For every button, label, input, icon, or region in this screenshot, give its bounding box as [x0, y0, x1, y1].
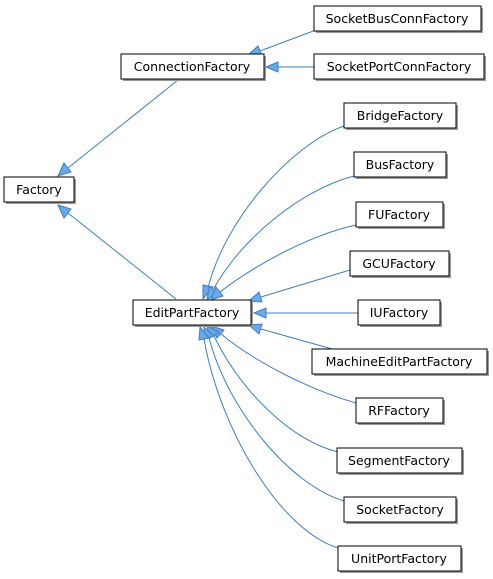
node-label: FUFactory: [368, 207, 431, 222]
node-bus-factory[interactable]: BusFactory: [353, 151, 448, 179]
node-socket-bus-conn-factory[interactable]: SocketBusConnFactory: [313, 5, 483, 33]
node-label: SocketBusConnFactory: [326, 11, 469, 26]
edge-arrowhead: [57, 162, 72, 177]
node-label: ConnectionFactory: [134, 59, 251, 74]
node-fu-factory[interactable]: FUFactory: [355, 201, 445, 229]
edge-arrowhead: [247, 291, 263, 303]
node-label: BridgeFactory: [357, 108, 444, 123]
node-box: [120, 53, 265, 80]
node-label: EditPartFactory: [145, 305, 240, 320]
edges: [57, 29, 358, 549]
node-box: [313, 53, 485, 80]
edge-gcufactory-to-editpartfactory: [260, 269, 351, 298]
node-label: GCUFactory: [362, 256, 436, 271]
edge-socketbusconnfactory-to-connectionfactory: [259, 29, 317, 52]
node-box: [313, 5, 482, 32]
node-box: [357, 299, 441, 326]
edge-bridgefactory-to-editpartfactory: [207, 125, 345, 289]
edge-unitportfactory-to-editpartfactory: [203, 338, 339, 549]
edge-editpartfactory-to-factory: [67, 212, 177, 300]
node-box: [311, 348, 488, 375]
node-box: [343, 102, 457, 129]
node-label: RFFactory: [368, 403, 430, 418]
node-box: [336, 447, 463, 474]
edge-arrowhead: [264, 61, 279, 73]
edge-arrowhead: [57, 204, 72, 219]
node-rf-factory[interactable]: RFFactory: [355, 397, 445, 425]
node-box: [353, 151, 447, 178]
node-socket-factory[interactable]: SocketFactory: [343, 496, 458, 524]
node-label: IUFactory: [370, 305, 429, 320]
edge-fufactory-to-editpartfactory: [219, 224, 357, 293]
node-connection-factory[interactable]: ConnectionFactory: [120, 53, 266, 81]
node-factory[interactable]: Factory: [3, 176, 76, 204]
node-label: SocketFactory: [356, 502, 444, 517]
node-label: SegmentFactory: [348, 453, 451, 468]
node-label: Factory: [16, 182, 62, 197]
edge-arrowhead: [210, 285, 224, 301]
node-bridge-factory[interactable]: BridgeFactory: [343, 102, 458, 130]
node-machine-edit-part-factory[interactable]: MachineEditPartFactory: [311, 348, 489, 376]
node-iu-factory[interactable]: IUFactory: [357, 299, 442, 327]
node-unit-port-factory[interactable]: UnitPortFactory: [337, 545, 463, 573]
edge-connectionfactory-to-factory: [67, 79, 179, 169]
edge-arrowhead: [198, 325, 210, 341]
edge-segmentfactory-to-editpartfactory: [213, 335, 339, 453]
nodes: Factory ConnectionFactory EditPartFactor…: [3, 5, 489, 573]
node-label: MachineEditPartFactory: [326, 354, 473, 369]
node-label: UnitPortFactory: [351, 551, 447, 566]
node-socket-port-conn-factory[interactable]: SocketPortConnFactory: [313, 53, 486, 81]
node-edit-part-factory[interactable]: EditPartFactory: [132, 299, 253, 327]
node-box: [355, 201, 444, 228]
node-box: [355, 397, 444, 424]
node-label: BusFactory: [366, 157, 435, 172]
node-segment-factory[interactable]: SegmentFactory: [336, 447, 464, 475]
node-box: [349, 250, 450, 277]
node-box: [3, 176, 75, 203]
edge-rffactory-to-editpartfactory: [220, 333, 357, 404]
node-label: SocketPortConnFactory: [327, 59, 472, 74]
edge-busfactory-to-editpartfactory: [212, 175, 355, 291]
node-box: [337, 545, 462, 572]
node-box: [132, 299, 252, 326]
edge-socketfactory-to-editpartfactory: [208, 337, 345, 502]
node-gcu-factory[interactable]: GCUFactory: [349, 250, 451, 278]
node-box: [343, 496, 457, 523]
edge-arrowhead: [252, 307, 267, 319]
